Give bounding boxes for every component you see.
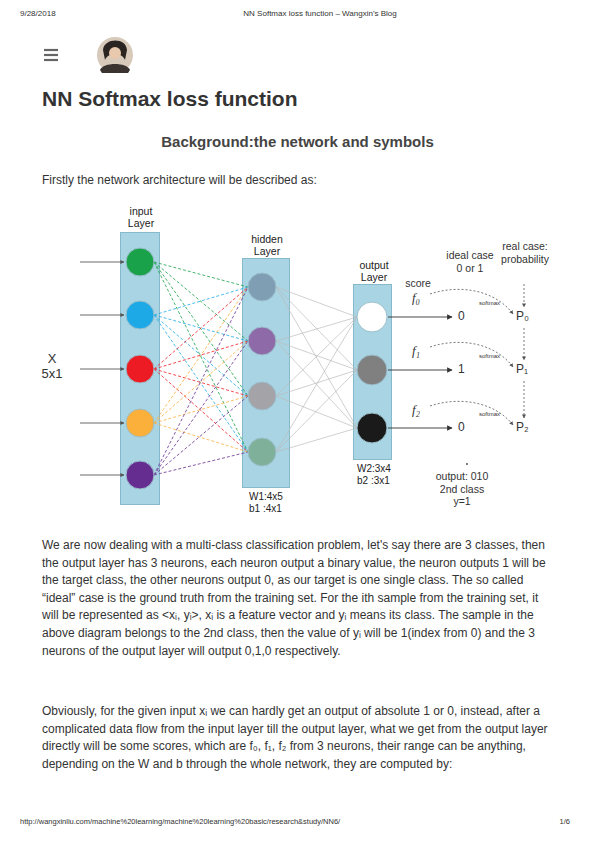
layer-dimensions: W1:4x5 b1 :4x1 — [249, 491, 291, 515]
axis-label: score — [398, 277, 438, 290]
page-header: NN Softmax loss function – Wangxin's Blo… — [220, 9, 420, 19]
input-arrow — [80, 423, 124, 424]
probability-symbol: P₁ — [516, 362, 536, 376]
score-symbol: f₂ — [412, 402, 432, 418]
weight-line — [154, 423, 248, 452]
layer-box: output LayerW2:3x4 b2 :3x1 — [353, 284, 392, 460]
avatar-body — [100, 64, 130, 73]
input-arrow — [80, 475, 124, 476]
page-number: 1/6 — [540, 817, 570, 826]
weight-line — [154, 341, 248, 369]
menu-bar — [44, 59, 58, 61]
score-symbol: f₀ — [412, 290, 432, 306]
weight-line — [154, 341, 248, 475]
weight-line — [154, 262, 248, 341]
avatar-circle — [97, 37, 133, 73]
menu-bar — [44, 54, 58, 56]
layer-heading: hidden Layer — [245, 233, 289, 257]
softmax-arrow — [430, 401, 513, 425]
column-label: ideal case 0 or 1 — [445, 249, 495, 274]
dashed-arrow — [524, 328, 525, 360]
ideal-value: 1 — [458, 362, 472, 376]
ideal-value: 0 — [458, 420, 472, 434]
input-arrow — [80, 315, 124, 316]
weight-line — [154, 287, 248, 475]
ideal-value: 0 — [458, 309, 472, 323]
avatar-hair — [103, 41, 127, 60]
layer-box: hidden LayerW1:4x5 b1 :4x1 — [242, 258, 290, 488]
softmax-label: softmax — [479, 300, 509, 307]
weight-line — [154, 369, 248, 396]
weight-line — [154, 287, 248, 423]
weight-line — [154, 369, 248, 452]
layer-heading: output Layer — [352, 259, 396, 283]
score-symbol: f₁ — [412, 343, 432, 359]
body-text: We are now dealing with a multi-class cl… — [42, 537, 557, 660]
score-arrow — [388, 370, 452, 371]
layer-dimensions: W2:3x4 b2 :3x1 — [357, 463, 399, 487]
dot-mark — [466, 463, 468, 465]
avatar-face — [109, 47, 121, 59]
section-heading: Background:the network and symbols — [42, 133, 553, 151]
body-text: Firstly the network architecture will be… — [42, 173, 557, 187]
score-arrow — [388, 317, 452, 318]
body-text: Obviously, for the given input xᵢ we can… — [42, 703, 557, 773]
weight-line — [154, 315, 248, 341]
weight-line — [154, 262, 248, 287]
softmax-label: softmax — [479, 411, 509, 418]
dashed-arrow — [524, 381, 525, 418]
softmax-arrow — [430, 289, 513, 314]
weight-line — [154, 315, 248, 452]
layer-box: input Layer — [120, 232, 160, 505]
layer-heading: input Layer — [119, 205, 163, 229]
probability-symbol: P₂ — [516, 420, 536, 434]
output-note: output: 010 2nd class y=1 — [432, 470, 492, 508]
dashed-arrow — [524, 284, 525, 307]
page-title: NN Softmax loss function — [42, 86, 562, 111]
page-url: http://wangxinliu.com/machine%20learning… — [20, 817, 460, 826]
print-date: 9/28/2018 — [20, 9, 140, 19]
weight-line — [154, 341, 248, 423]
weight-line — [154, 396, 248, 423]
weight-line — [154, 262, 248, 396]
probability-symbol: P₀ — [516, 309, 536, 323]
input-label: X 5x1 — [37, 351, 67, 381]
input-arrow — [80, 262, 124, 263]
softmax-label: softmax — [479, 353, 509, 360]
weight-line — [154, 452, 248, 475]
menu-bar — [44, 49, 58, 51]
softmax-arrow — [430, 342, 513, 367]
weight-line — [154, 262, 248, 452]
weight-line — [154, 315, 248, 396]
input-arrow — [80, 369, 124, 370]
weight-line — [154, 287, 248, 315]
weight-line — [154, 287, 248, 369]
weight-line — [154, 396, 248, 475]
column-label: real case: probability — [495, 240, 555, 265]
score-arrow — [388, 428, 452, 429]
